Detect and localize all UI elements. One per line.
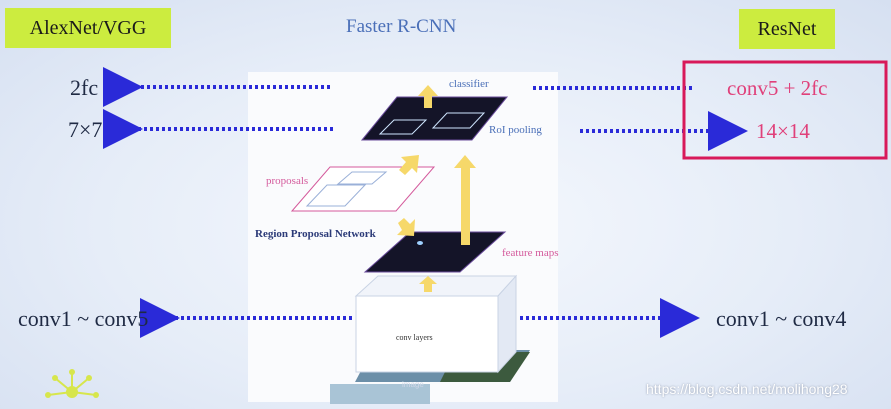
diagram-title: Faster R-CNN	[346, 16, 456, 38]
decorative-logo	[45, 369, 99, 398]
right-pool-label: 14×14	[756, 119, 810, 144]
left-fc-label: 2fc	[70, 75, 98, 101]
arrow-rpn	[397, 218, 415, 236]
conv-layers-label: conv layers	[396, 333, 433, 342]
left-pool-label: 7×7	[68, 117, 102, 143]
right-conv-label: conv1 ~ conv4	[716, 306, 846, 332]
right-fc-label: conv5 + 2fc	[727, 76, 827, 101]
feature-maps-label: feature maps	[502, 247, 559, 259]
image-label: image	[402, 380, 424, 389]
resnet-badge: ResNet	[739, 9, 835, 49]
watermark: https://blog.csdn.net/molihong28	[646, 381, 848, 397]
classifier-label: classifier	[449, 78, 489, 90]
feature-map	[365, 232, 505, 272]
proposals-plane	[292, 167, 434, 211]
roi-pooling-label: RoI pooling	[489, 124, 542, 136]
proposals-label: proposals	[266, 175, 308, 187]
left-conv-label: conv1 ~ conv5	[18, 306, 148, 332]
rpn-label: Region Proposal Network	[255, 228, 376, 240]
alexnet-vgg-badge: AlexNet/VGG	[5, 8, 171, 48]
